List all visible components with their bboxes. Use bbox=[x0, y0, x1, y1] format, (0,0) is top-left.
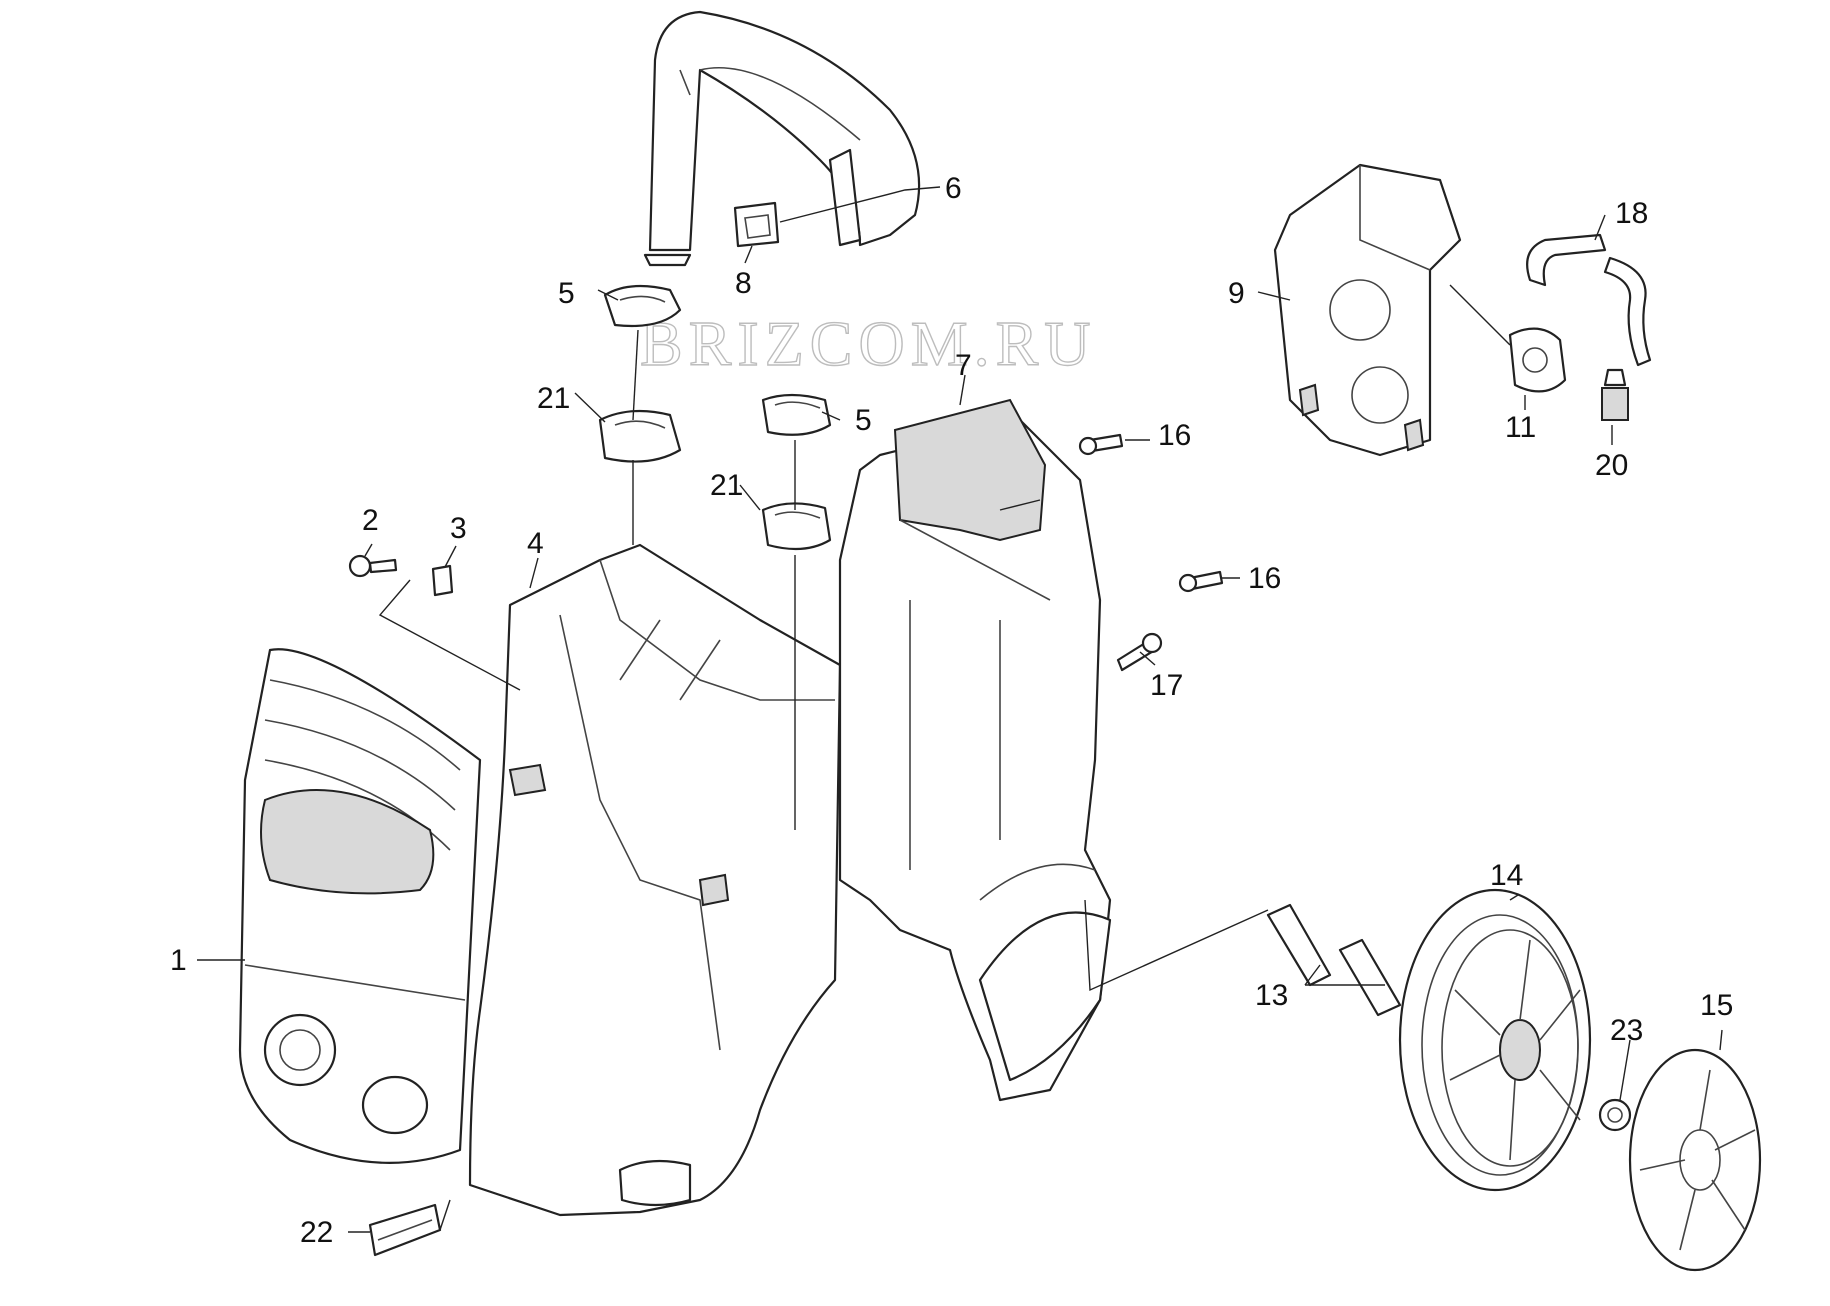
callout-13: 13 bbox=[1255, 979, 1288, 1012]
callout-4: 4 bbox=[527, 527, 544, 560]
callout-labels: 1 2 3 4 5 5 6 7 8 9 11 13 14 15 16 16 17… bbox=[170, 172, 1733, 1249]
part-axle bbox=[1266, 903, 1402, 1017]
part-sleeve-5-right bbox=[761, 393, 832, 436]
part-hubcap bbox=[1628, 1048, 1762, 1272]
part-front-cover bbox=[238, 648, 482, 1164]
callout-22: 22 bbox=[300, 1216, 333, 1249]
callout-2: 2 bbox=[362, 504, 379, 537]
callout-18: 18 bbox=[1615, 197, 1648, 230]
part-foot bbox=[368, 1203, 442, 1257]
part-clip bbox=[733, 201, 780, 248]
part-sleeve-5-left bbox=[603, 284, 682, 328]
part-rear-frame bbox=[838, 398, 1112, 1102]
callout-5-right: 5 bbox=[855, 404, 872, 437]
part-clip-3 bbox=[431, 564, 454, 597]
callout-16-middle: 16 bbox=[1248, 562, 1281, 595]
callout-17: 17 bbox=[1150, 669, 1183, 702]
callout-11: 11 bbox=[1505, 411, 1536, 444]
part-nozzle bbox=[1601, 368, 1629, 421]
part-back-plate bbox=[1273, 163, 1462, 457]
part-hose bbox=[1526, 233, 1652, 367]
leader-lines bbox=[197, 186, 1723, 1233]
part-screw-16-top bbox=[1078, 433, 1124, 456]
callout-21-left: 21 bbox=[537, 382, 570, 415]
part-screw-2 bbox=[348, 554, 398, 578]
callout-9: 9 bbox=[1228, 277, 1245, 310]
callout-21-right: 21 bbox=[710, 469, 743, 502]
callout-8: 8 bbox=[735, 267, 752, 300]
part-sleeve-21-left bbox=[598, 409, 682, 463]
part-screw-16-middle bbox=[1178, 570, 1224, 593]
part-regulator bbox=[1508, 327, 1567, 393]
callout-3: 3 bbox=[450, 512, 467, 545]
part-screw-17 bbox=[1116, 632, 1163, 672]
callout-6: 6 bbox=[945, 172, 962, 205]
part-main-frame bbox=[468, 543, 842, 1217]
callout-14: 14 bbox=[1490, 859, 1523, 892]
callout-16-top: 16 bbox=[1158, 419, 1191, 452]
callout-15: 15 bbox=[1700, 989, 1733, 1022]
part-sleeve-21-right bbox=[761, 502, 832, 551]
watermark-top: BRIZCOM.RU bbox=[640, 308, 1097, 379]
callout-20: 20 bbox=[1595, 449, 1628, 482]
part-washer bbox=[1598, 1098, 1632, 1132]
callout-1: 1 bbox=[170, 944, 187, 977]
callout-5-left: 5 bbox=[558, 277, 575, 310]
part-wheel bbox=[1398, 888, 1592, 1192]
callout-23: 23 bbox=[1610, 1014, 1643, 1047]
callout-7: 7 bbox=[955, 349, 972, 382]
part-handle bbox=[643, 10, 921, 267]
